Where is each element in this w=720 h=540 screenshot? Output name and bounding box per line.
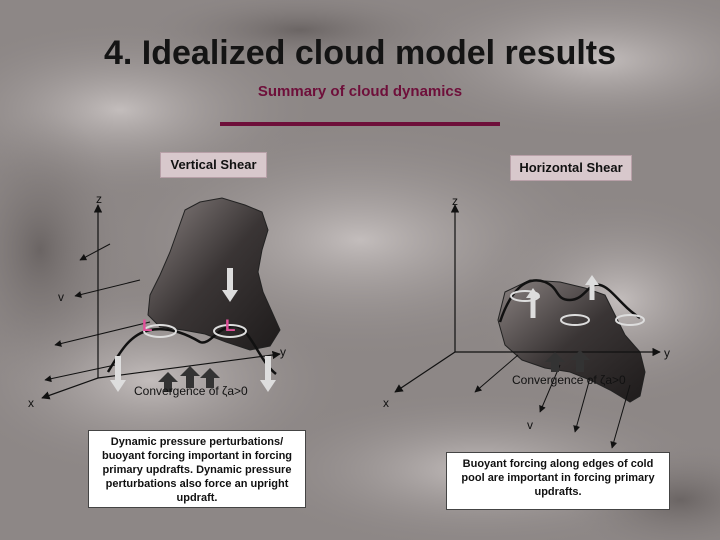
shear-arrow-right-3 — [610, 384, 631, 449]
horizontal-shear-label: Horizontal Shear — [510, 155, 632, 181]
shear-arrow-bottom — [44, 364, 116, 383]
pressure-curve-right — [498, 279, 641, 323]
downdraft-arrowhead-right — [260, 380, 276, 392]
vertical-shear-note: Dynamic pressure perturbations/ buoyant … — [88, 430, 306, 508]
vs-axis-y-label: y — [280, 345, 286, 359]
rotation-ring-r3 — [615, 314, 645, 326]
convergence-arrow-left-stem — [164, 382, 172, 392]
hs-convergence-label: Convergence of ζa>0 — [512, 373, 626, 387]
vertical-shear-label: Vertical Shear — [160, 152, 267, 178]
downdraft-arrowhead-mid — [222, 290, 238, 302]
rotation-ring-left — [143, 324, 177, 338]
shear-arrow-low — [54, 321, 151, 347]
title-underline — [220, 122, 500, 126]
horizontal-shear-note: Buoyant forcing along edges of cold pool… — [446, 452, 670, 510]
shear-arrow-top — [79, 243, 111, 261]
vs-axis-v-label: v — [58, 290, 64, 304]
convergence-arrow-mid-stem — [186, 376, 194, 388]
rotation-ring-r2 — [560, 314, 590, 326]
updraft-cloud-left — [147, 197, 281, 351]
shear-arrow-right-4 — [474, 354, 519, 393]
vs-axis-z-label: z — [96, 192, 102, 206]
low-pressure-left: L — [142, 316, 153, 335]
vs-convergence-label: Convergence of ζa>0 — [134, 384, 248, 398]
convergence-arrow-r1 — [545, 352, 565, 362]
hs-axis-v-label: v — [527, 418, 533, 432]
convergence-arrow-right-stem — [206, 378, 214, 388]
x-axis-right — [394, 351, 456, 393]
vertical-shear-panel — [41, 197, 281, 400]
shear-arrow-right-2 — [573, 377, 591, 433]
y-axis-left — [97, 350, 281, 379]
slide-title: 4. Idealized cloud model results — [103, 34, 617, 72]
updraft-arrowhead-r1 — [526, 288, 540, 298]
x-axis-left — [41, 377, 99, 400]
hs-axis-x-label: x — [383, 396, 389, 410]
hs-axis-z-label: z — [452, 194, 458, 208]
slide-subtitle: Summary of cloud dynamics — [257, 83, 463, 100]
convergence-arrow-r2 — [570, 350, 590, 360]
convergence-arrow-r1-stem — [551, 362, 559, 372]
vs-axis-x-label: x — [28, 396, 34, 410]
updraft-arrowhead-r2 — [585, 275, 599, 285]
pressure-curve-left — [106, 324, 277, 375]
convergence-arrow-mid — [180, 366, 200, 376]
downdraft-arrowhead-left — [110, 380, 126, 392]
rotation-ring-right — [213, 324, 247, 338]
rotation-ring-r1 — [510, 290, 540, 302]
horizontal-shear-panel — [394, 204, 661, 449]
convergence-arrow-left — [158, 372, 178, 382]
low-pressure-right: L — [225, 316, 236, 335]
convergence-arrow-right — [200, 368, 220, 378]
hs-axis-y-label: y — [664, 346, 670, 360]
shear-arrow-right-1 — [539, 364, 561, 413]
shear-arrow-mid — [74, 279, 141, 298]
convergence-arrow-r2-stem — [576, 360, 584, 372]
